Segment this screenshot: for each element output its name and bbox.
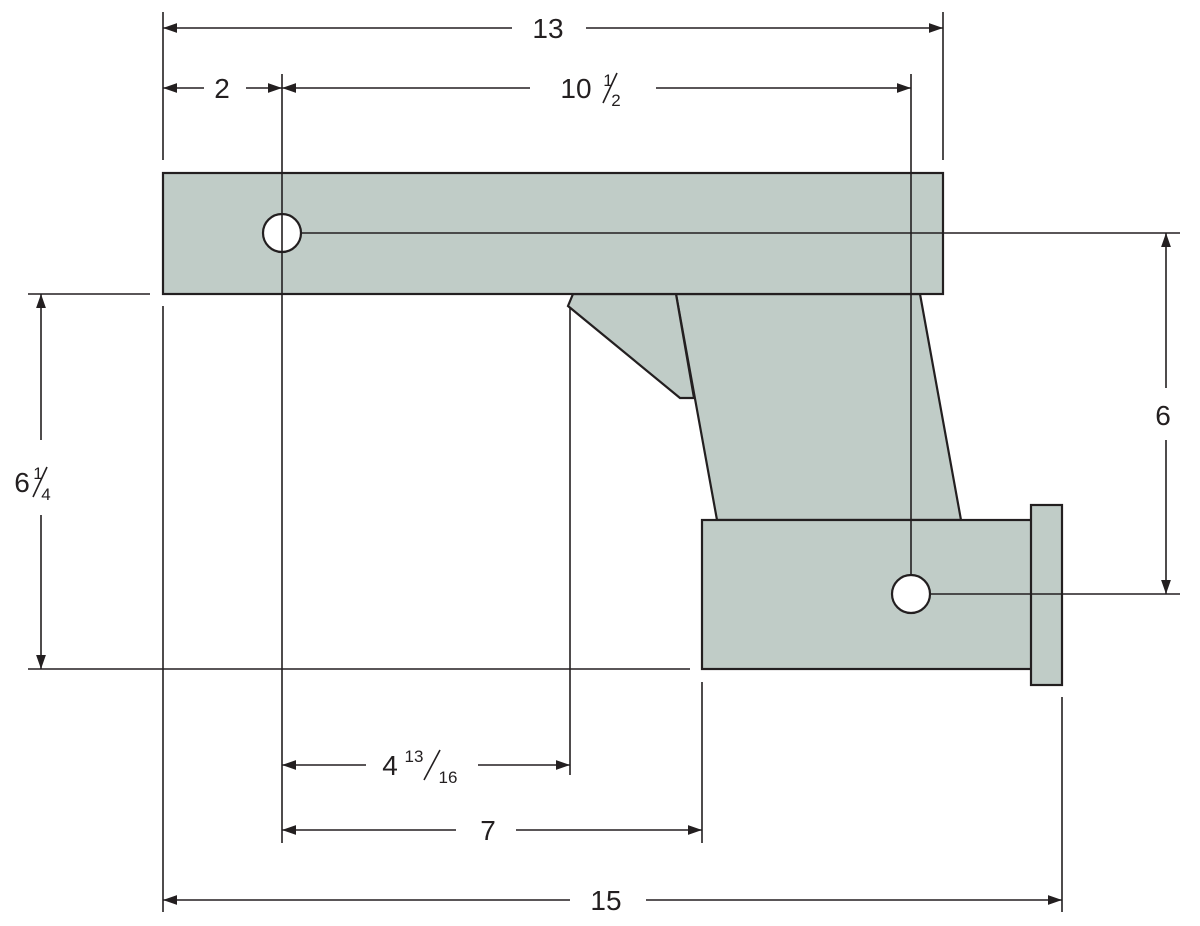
end-plate <box>1029 503 1064 687</box>
svg-text:6: 6 <box>14 467 30 498</box>
dim-hole-to-hole: 10 1 2 <box>560 71 620 110</box>
gusset <box>566 292 696 400</box>
svg-text:4: 4 <box>41 485 50 504</box>
hitch-part <box>161 171 1064 687</box>
svg-text:2: 2 <box>611 91 620 110</box>
svg-text:4: 4 <box>382 750 398 781</box>
svg-text:1: 1 <box>603 71 612 90</box>
dim-overall-bottom: 15 <box>590 885 621 916</box>
dimension-lines <box>36 23 1171 905</box>
dim-overall-top: 13 <box>532 13 563 44</box>
dim-rise-right: 6 <box>1155 400 1171 431</box>
dim-receiver-offset: 7 <box>480 815 496 846</box>
extension-lines <box>28 12 1180 912</box>
shank <box>674 292 963 522</box>
dim-gusset: 4 13 16 <box>382 747 457 787</box>
dim-hole-offset-left: 2 <box>214 73 230 104</box>
lower-hole <box>890 573 932 615</box>
dim-drop-left: 6 1 4 <box>14 464 51 504</box>
svg-text:13: 13 <box>405 747 424 766</box>
svg-text:16: 16 <box>439 768 458 787</box>
svg-text:1: 1 <box>33 464 42 483</box>
svg-text:10: 10 <box>560 73 591 104</box>
